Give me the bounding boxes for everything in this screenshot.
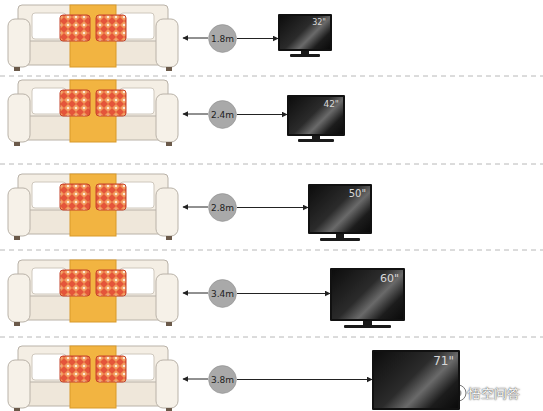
distance-value: 3.4m bbox=[211, 289, 234, 299]
distance-arrow bbox=[237, 293, 330, 294]
tv-screen: 50" bbox=[308, 184, 372, 234]
circle-shape bbox=[209, 194, 237, 222]
sofa bbox=[8, 80, 178, 146]
tv-base bbox=[344, 325, 391, 328]
dashed-separator bbox=[0, 337, 543, 338]
distance-circle: 1.8m bbox=[208, 24, 237, 53]
distance-arrow bbox=[237, 38, 278, 39]
tv-screen: 32" bbox=[278, 14, 332, 51]
distance-arrow bbox=[237, 114, 287, 115]
watermark: 悟空问答 bbox=[468, 385, 520, 403]
distance-arrow bbox=[183, 38, 208, 39]
screen-size: 32" bbox=[312, 18, 326, 27]
screen-size: 50" bbox=[349, 188, 366, 199]
circle-shape bbox=[209, 25, 237, 53]
sofa bbox=[8, 260, 178, 326]
distance-arrow bbox=[237, 379, 372, 380]
sofa bbox=[8, 346, 178, 411]
distance-circle: 2.4m bbox=[208, 100, 237, 129]
tv-base bbox=[298, 139, 334, 142]
screen-size: 60" bbox=[380, 272, 399, 285]
tv-screen: 71" bbox=[372, 350, 460, 410]
tv-base bbox=[320, 238, 360, 241]
sofa-side-arrows bbox=[183, 38, 208, 379]
tv-screen: 42" bbox=[287, 95, 345, 136]
sofa bbox=[8, 5, 178, 71]
distance-value: 2.8m bbox=[211, 203, 234, 213]
distance-arrow bbox=[183, 114, 208, 115]
distance-value: 2.4m bbox=[211, 110, 234, 120]
dashed-separator bbox=[0, 164, 543, 165]
sofa bbox=[8, 174, 178, 240]
distance-arrow bbox=[183, 379, 208, 380]
dashed-separator bbox=[0, 250, 543, 251]
distance-value: 1.8m bbox=[211, 34, 234, 44]
circle-shape bbox=[209, 101, 237, 129]
circle-shape bbox=[209, 280, 237, 308]
screen-size: 42" bbox=[323, 99, 339, 109]
screen-size: 71" bbox=[433, 354, 454, 368]
circle-shape bbox=[209, 366, 237, 394]
distance-value: 3.8m bbox=[211, 375, 234, 385]
row-separators bbox=[0, 76, 543, 337]
distance-arrow bbox=[237, 207, 308, 208]
tv-screen: 60" bbox=[330, 268, 405, 321]
distance-circle: 3.4m bbox=[208, 279, 237, 308]
distance-circle: 3.8m bbox=[208, 365, 237, 394]
distance-arrow bbox=[183, 207, 208, 208]
tv-base bbox=[290, 54, 320, 57]
distance-arrow bbox=[183, 293, 208, 294]
distance-circle: 2.8m bbox=[208, 193, 237, 222]
dashed-separator bbox=[0, 76, 543, 77]
